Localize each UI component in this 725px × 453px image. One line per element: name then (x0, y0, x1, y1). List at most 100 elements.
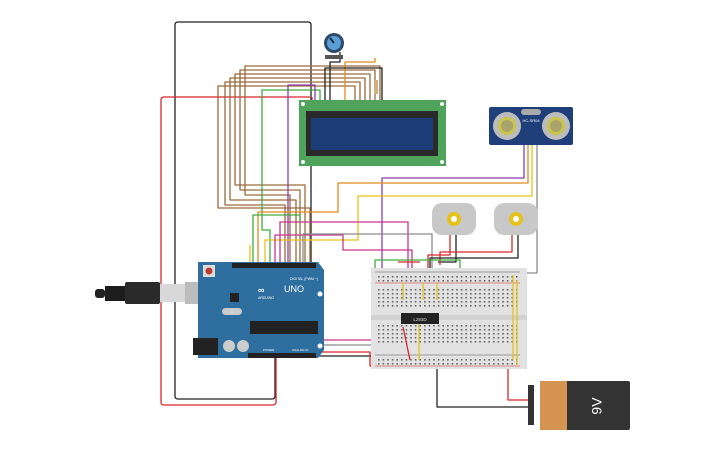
ultrasonic-sensor[interactable]: HC-SR04 (489, 107, 573, 145)
atmega-chip (250, 321, 318, 334)
breadboard-hole (382, 301, 385, 303)
breadboard-hole (378, 305, 380, 307)
breadboard-hole (419, 280, 421, 282)
breadboard-hole (502, 289, 504, 291)
breadboard-hole (493, 305, 495, 307)
breadboard-hole (447, 293, 449, 295)
wire-red-long[interactable] (160, 96, 310, 406)
wire[interactable] (318, 355, 379, 363)
breadboard-hole (396, 325, 398, 327)
breadboard-hole (511, 325, 513, 327)
wire-sensor-orange[interactable] (257, 145, 529, 262)
breadboard-hole (414, 293, 417, 295)
breadboard-hole (437, 305, 440, 307)
breadboard-hole (447, 359, 449, 361)
wire[interactable] (344, 58, 376, 100)
wire[interactable] (239, 69, 376, 262)
breadboard-hole (497, 333, 500, 335)
wire[interactable] (279, 221, 409, 300)
breadboard-hole (497, 276, 500, 278)
resistor[interactable] (374, 80, 378, 94)
breadboard-hole (424, 359, 426, 361)
lcd-display[interactable] (299, 100, 446, 166)
wire-sensor-magenta[interactable] (381, 145, 525, 276)
breadboard-hole (465, 325, 467, 327)
breadboard-hole (410, 363, 412, 365)
wire[interactable] (318, 351, 378, 367)
9v-battery[interactable]: 9V (528, 381, 630, 430)
l293d-chip[interactable]: L293D (401, 313, 439, 324)
breadboard-hole (479, 325, 481, 327)
breadboard-hole (447, 280, 449, 282)
breadboard-hole (470, 333, 472, 335)
breadboard-hole (414, 333, 417, 335)
wire[interactable] (324, 67, 383, 100)
wire-sensor-yellow[interactable] (264, 145, 533, 262)
breadboard-hole (511, 276, 513, 278)
chip-label: L293D (413, 317, 427, 322)
breadboard-hole (511, 289, 513, 291)
dc-motor-2[interactable] (494, 203, 538, 235)
breadboard-hole (479, 333, 481, 335)
breadboard-hole (387, 305, 389, 307)
breadboard-hole (442, 289, 444, 291)
breadboard-hole (506, 325, 509, 327)
breadboard-hole (414, 280, 417, 282)
breadboard-hole (428, 333, 431, 335)
wire[interactable] (252, 214, 301, 262)
breadboard-hole (428, 341, 431, 343)
breadboard-hole (442, 341, 444, 343)
breadboard-hole (391, 289, 394, 291)
breadboard-hole (493, 301, 495, 303)
arduino-uno[interactable]: DIGITAL (PWM ~) ∞ UNO ARDUINO POWER ANAL… (193, 262, 324, 358)
breadboard-hole (456, 293, 458, 295)
wire[interactable] (244, 65, 381, 262)
breadboard-hole (465, 329, 467, 331)
breadboard-hole (483, 293, 486, 295)
wire[interactable] (402, 275, 518, 365)
wire[interactable] (438, 235, 457, 263)
wire[interactable] (402, 326, 411, 361)
breadboard-hole (419, 305, 421, 307)
breadboard-hole (442, 325, 444, 327)
wire[interactable] (507, 362, 528, 401)
breadboard-hole (405, 305, 408, 307)
wire[interactable] (274, 234, 413, 300)
breadboard-hole (405, 301, 408, 303)
wire[interactable] (234, 73, 371, 262)
breadboard-hole (502, 276, 504, 278)
breadboard-hole (506, 333, 509, 335)
breadboard-hole (410, 289, 412, 291)
breadboard-hole (433, 359, 435, 361)
breadboard-hole (474, 280, 477, 282)
breadboard-hole (391, 297, 394, 299)
breadboard-hole (506, 301, 509, 303)
breadboard-hole (456, 297, 458, 299)
wire[interactable] (261, 89, 321, 262)
digital-header (232, 263, 316, 268)
breadboard-hole (437, 325, 440, 327)
breadboard-hole (387, 341, 389, 343)
breadboard-hole (428, 329, 431, 331)
breadboard[interactable] (371, 268, 527, 369)
breadboard-hole (460, 363, 463, 365)
breadboard-hole (396, 301, 398, 303)
breadboard-hole (511, 297, 513, 299)
breadboard-hole (470, 289, 472, 291)
breadboard-hole (414, 325, 417, 327)
wire[interactable] (287, 84, 316, 262)
potentiometer[interactable] (324, 33, 344, 59)
wire[interactable] (329, 52, 341, 100)
breadboard-hole (470, 301, 472, 303)
breadboard-hole (470, 329, 472, 331)
breadboard-hole (493, 289, 495, 291)
dc-motor-1[interactable] (432, 203, 476, 235)
breadboard-hole (451, 333, 454, 335)
breadboard-hole (465, 305, 467, 307)
breadboard-hole (401, 289, 403, 291)
wire[interactable] (229, 77, 366, 262)
wire[interactable] (302, 233, 433, 300)
breadboard-hole (465, 341, 467, 343)
wire[interactable] (217, 85, 356, 262)
wire-black-loop[interactable] (174, 21, 312, 400)
